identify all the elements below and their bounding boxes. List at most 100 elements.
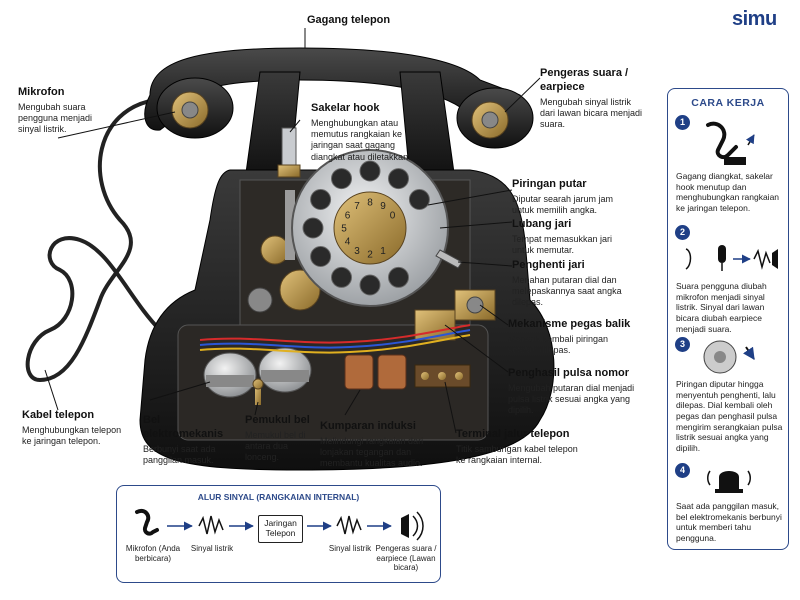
- dial-finger-hole: [310, 189, 332, 210]
- electromechanical-bell: [203, 347, 312, 398]
- dial-finger-hole: [331, 168, 352, 190]
- mechanism-gears: [247, 190, 321, 313]
- label-finger-hole-desc: Tempat memasukkan jari untuk memutar.: [512, 233, 613, 255]
- flow-microphone-icon: [135, 509, 159, 536]
- dial-number: 7: [354, 201, 360, 212]
- dial-finger-hole: [310, 246, 332, 267]
- bell-striker: [252, 378, 264, 405]
- dial-number: 9: [380, 201, 386, 212]
- label-dial-desc: Diputar searah jarum jam untuk memilih a…: [512, 193, 614, 215]
- step-3-number: 3: [675, 337, 690, 352]
- label-pulse-generator-title: Penghasil pulsa nomor: [508, 367, 630, 379]
- flow-signal2-caption: Sinyal listrik: [328, 544, 372, 553]
- label-dial: Piringan putar Diputar searah jarum jam …: [512, 178, 637, 216]
- dial-finger-holes: [302, 160, 430, 296]
- label-pulse-generator-desc: Mengubah putaran dial menjadi pulsa list…: [508, 382, 635, 416]
- label-terminal-desc: Titik sambungan kabel telepon ke rangkai…: [456, 443, 578, 465]
- step-2-number: 2: [675, 225, 690, 240]
- induction-coil: [344, 354, 407, 390]
- flow-signal-wave-1: [198, 515, 224, 535]
- label-microphone: Mikrofon Mengubah suara pengguna menjadi…: [18, 86, 113, 136]
- label-finger-hole-title: Lubang jari: [512, 218, 572, 230]
- flow-speaker-icon: [401, 514, 409, 538]
- leader-lines: [44, 28, 541, 434]
- step-1-text: Gagang diangkat, sakelar hook menutup da…: [676, 171, 780, 213]
- dial-finger-hole: [408, 189, 430, 210]
- step-2-voice-signal-icon: [685, 245, 778, 271]
- dial-number: 1: [380, 246, 386, 257]
- step-3-dial-icon: [703, 340, 755, 374]
- terminal-block: [414, 364, 471, 388]
- label-dial-title: Piringan putar: [512, 178, 587, 190]
- label-hook-switch: Sakelar hook Menghubungkan atau memutus …: [311, 102, 411, 163]
- dial-center-plate: [333, 191, 407, 265]
- label-induction-coil: Kumparan induksi Melindungi rangkaian da…: [320, 420, 435, 470]
- how-it-works-panel: CARA KERJA 1 Gagang diangkat, sakelar ho…: [667, 88, 789, 550]
- label-pulse-generator: Penghasil pulsa nomor Mengubah putaran d…: [508, 367, 643, 417]
- signal-flow-graphics: [135, 509, 424, 541]
- pulse-generator: [414, 309, 456, 341]
- telephone-cable: [25, 98, 162, 383]
- label-return-spring-title: Mekanisme pegas balik: [508, 318, 631, 330]
- dial-finger-hole: [302, 217, 324, 239]
- label-earpiece-desc: Mengubah sinyal listrik dari lawan bicar…: [540, 96, 643, 130]
- step-3-text: Piringan diputar hingga menyentuh penghe…: [676, 379, 783, 453]
- dial-number: 0: [390, 211, 396, 222]
- dial-number: 6: [345, 211, 351, 222]
- label-bell-title: Bel elektromekanis: [143, 414, 224, 440]
- label-terminal-title: Terminal jalur telepon: [456, 428, 570, 440]
- dial-number: 8: [367, 198, 373, 209]
- label-finger-stop-title: Penghenti jari: [512, 259, 585, 271]
- finger-stop: [435, 249, 463, 269]
- step-1-number: 1: [675, 115, 690, 130]
- label-handset-title: Gagang telepon: [307, 14, 391, 26]
- label-striker: Pemukul bel Memukul bel di antara dua lo…: [245, 414, 310, 464]
- flow-signal-wave-2: [336, 515, 362, 535]
- label-cable: Kabel telepon Menghubungkan telepon ke j…: [22, 409, 127, 447]
- label-finger-stop: Penghenti jari Menahan putaran dial dan …: [512, 259, 627, 309]
- label-finger-hole: Lubang jari Tempat memasukkan jari untuk…: [512, 218, 622, 256]
- flow-mic-caption: Mikrofon (Anda berbicara): [125, 544, 181, 563]
- hook-switch: [277, 127, 301, 178]
- return-spring-mechanism: [454, 289, 496, 321]
- dial-finger-hole: [331, 266, 352, 288]
- brand-logo: simu: [732, 8, 777, 30]
- label-hook-switch-desc: Menghubungkan atau memutus rangkaian ke …: [311, 117, 411, 162]
- step-2-text: Suara pengguna diubah mikrofon menjadi s…: [676, 281, 767, 334]
- label-cable-title: Kabel telepon: [22, 409, 95, 421]
- label-return-spring-desc: Menarik kembali piringan setelah dilepas…: [508, 333, 609, 355]
- dial-number: 4: [345, 237, 351, 248]
- label-microphone-title: Mikrofon: [18, 86, 65, 98]
- dial-finger-hole: [359, 160, 381, 182]
- label-finger-stop-desc: Menahan putaran dial dan melepaskannya s…: [512, 274, 622, 308]
- label-return-spring: Mekanisme pegas balik Menarik kembali pi…: [508, 318, 633, 356]
- dial-number: 5: [341, 224, 347, 235]
- label-striker-title: Pemukul bel: [245, 414, 310, 426]
- label-induction-coil-title: Kumparan induksi: [320, 420, 416, 432]
- label-induction-coil-desc: Melindungi rangkaian dari lonjakan tegan…: [320, 435, 424, 469]
- signal-flow-title: ALUR SINYAL (RANGKAIAN INTERNAL): [197, 492, 360, 502]
- label-earpiece-title: Pengeras suara / earpiece: [540, 67, 629, 93]
- label-striker-desc: Memukul bel di antara dua lonceng.: [245, 429, 306, 463]
- flow-signal1-caption: Sinyal listrik: [190, 544, 234, 553]
- signal-flow-box: ALUR SINYAL (RANGKAIAN INTERNAL) Jaringa…: [116, 485, 441, 583]
- step-4-bell-icon: [707, 470, 751, 493]
- label-hook-switch-title: Sakelar hook: [311, 102, 380, 114]
- label-handset: Gagang telepon: [307, 14, 390, 28]
- dial-finger-hole: [359, 274, 381, 296]
- step-4-number: 4: [675, 463, 690, 478]
- label-bell: Bel elektromekanis Berbunyi saat ada pan…: [143, 414, 243, 466]
- label-bell-desc: Berbunyi saat ada panggilan masuk.: [143, 443, 216, 465]
- label-terminal: Terminal jalur telepon Titik sambungan k…: [456, 428, 581, 466]
- flow-speaker-caption: Pengeras suara / earpiece (Lawan bicara): [375, 544, 437, 573]
- dial-finger-hole: [388, 266, 409, 288]
- dial-finger-hole: [388, 168, 409, 190]
- label-cable-desc: Menghubungkan telepon ke jaringan telepo…: [22, 424, 122, 446]
- label-earpiece: Pengeras suara / earpiece Mengubah sinya…: [540, 67, 645, 130]
- step-4-text: Saat ada panggilan masuk, bel elektromek…: [676, 501, 782, 543]
- how-it-works-title: CARA KERJA: [691, 97, 765, 109]
- flow-network-box: Jaringan Telepon: [258, 515, 303, 543]
